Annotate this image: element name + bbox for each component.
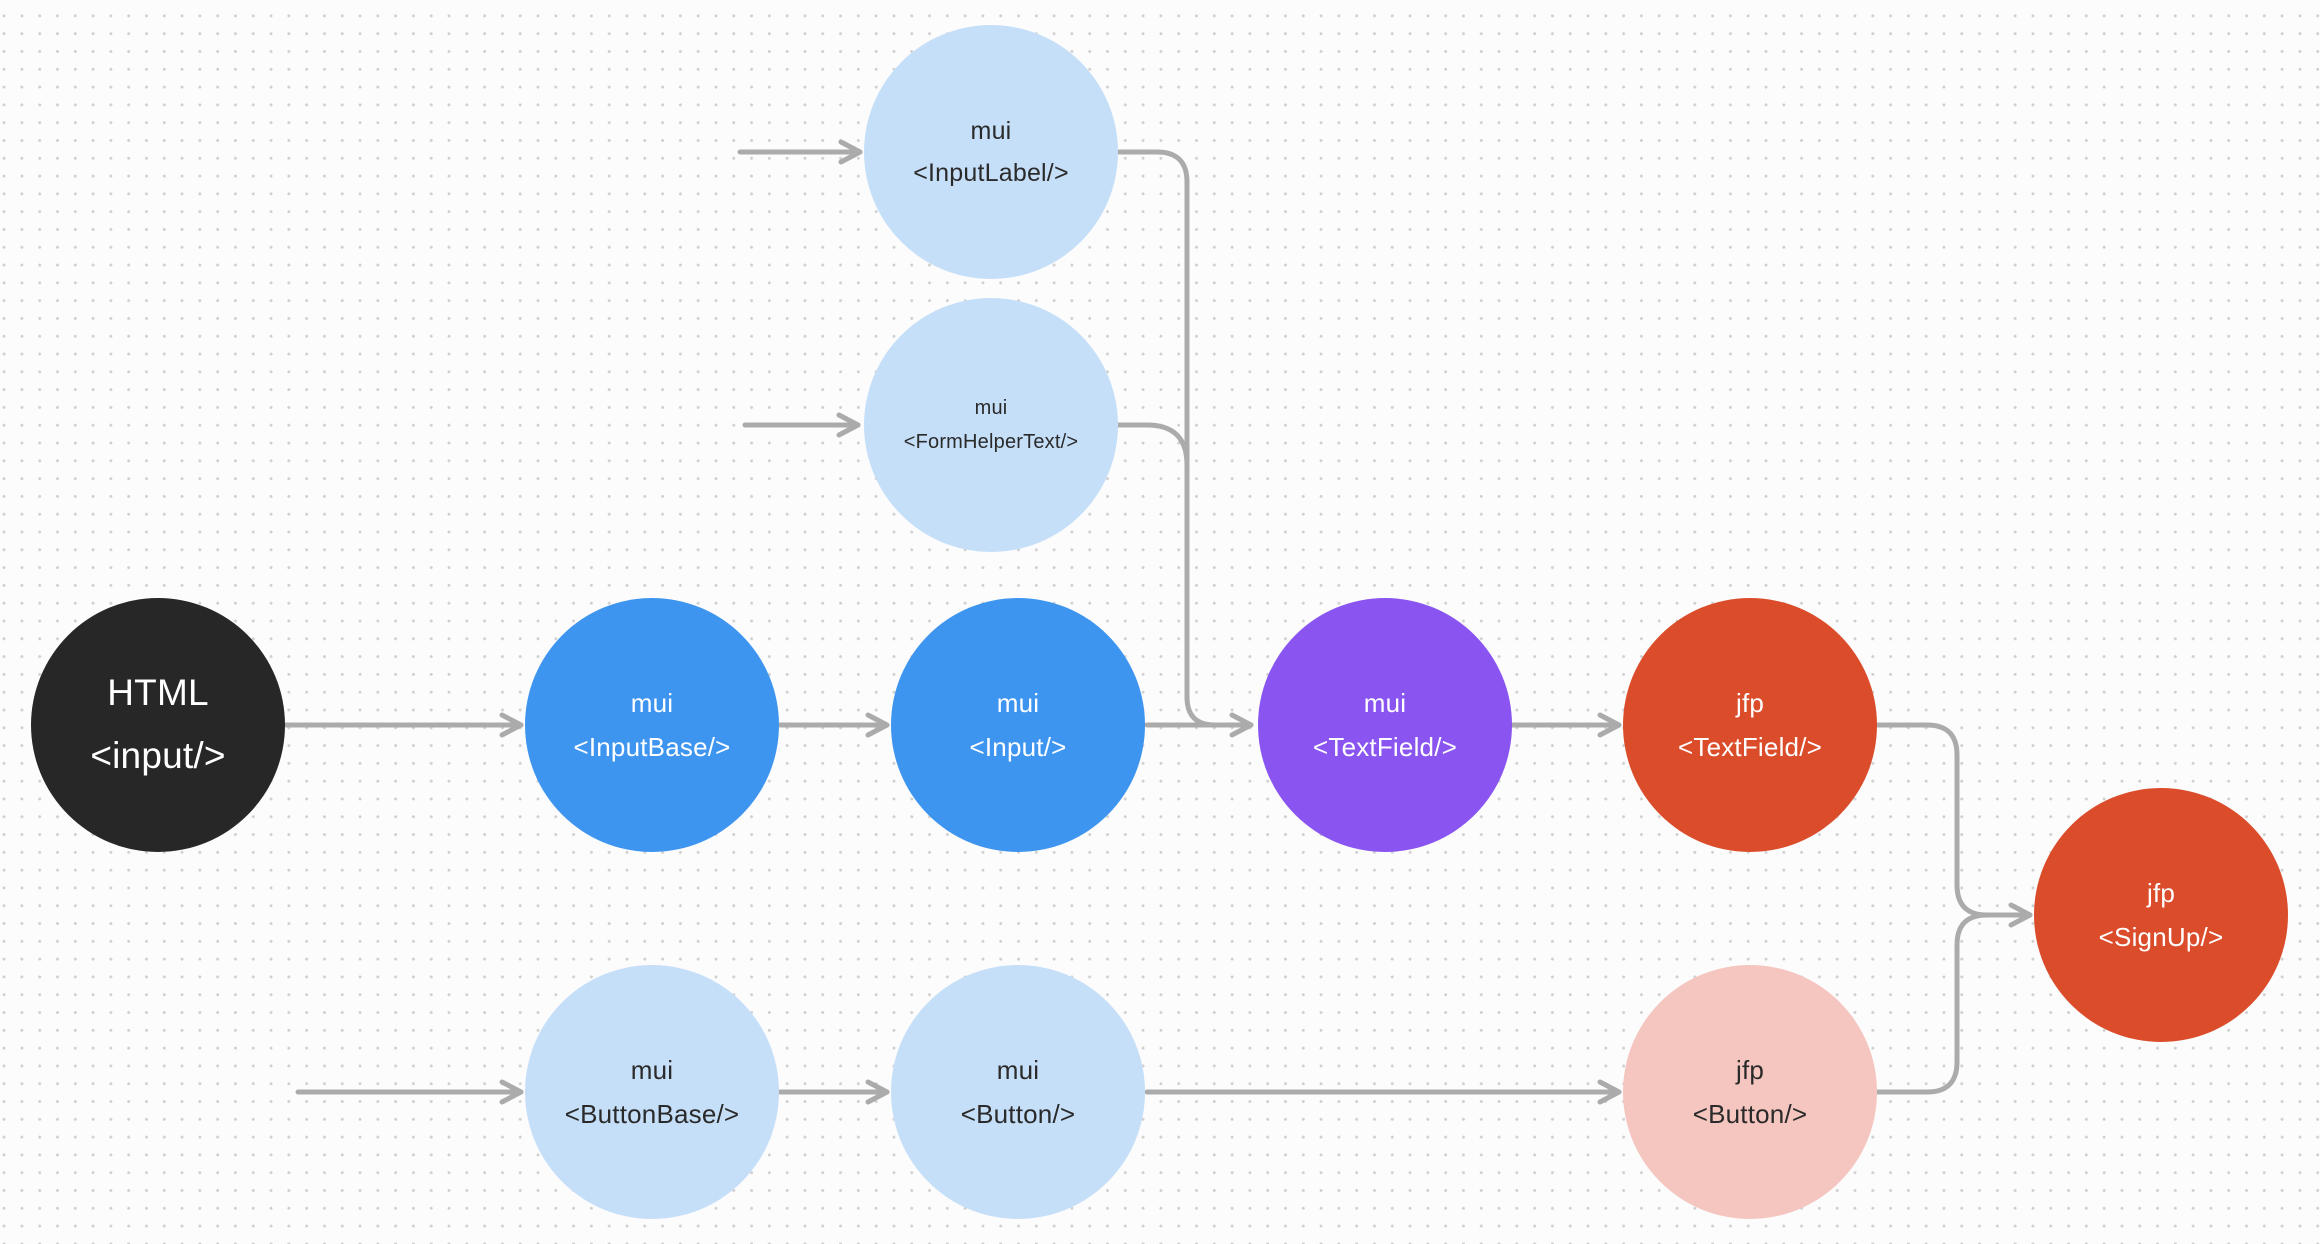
edge-mui-inputlabel-to-mui-textfield[interactable] <box>1114 149 1239 728</box>
node-label-line2: <input/> <box>90 735 226 776</box>
node-label-line2: <FormHelperText/> <box>903 431 1079 453</box>
node-label-line2: <Input/> <box>969 732 1067 762</box>
node-mui-textfield[interactable]: mui <TextField/> <box>1258 598 1512 852</box>
node-label-line2: <TextField/> <box>1677 732 1823 762</box>
node-jfp-button[interactable]: jfp <Button/> <box>1623 965 1877 1219</box>
node-label-line1: jfp <box>1735 687 1765 718</box>
node-jfp-signup[interactable]: jfp <SignUp/> <box>2034 788 2288 1042</box>
node-label-line2: <SignUp/> <box>2098 922 2224 952</box>
node-label-line2: <InputBase/> <box>573 732 731 762</box>
node-label-line1: mui <box>1363 687 1407 718</box>
edge-jfp-button-to-jfp-signup[interactable] <box>1874 912 1990 1095</box>
edge-jfp-textfield-to-jfp-signup[interactable] <box>1874 722 2033 928</box>
node-mui-inputlabel[interactable]: mui <InputLabel/> <box>864 25 1118 279</box>
edge-mui-formhelpertext-to-mui-textfield[interactable] <box>1114 422 1190 468</box>
node-label-line1: mui <box>970 116 1012 145</box>
node-label-line2: <InputLabel/> <box>913 159 1069 187</box>
node-label-line1: jfp <box>1735 1054 1765 1085</box>
node-mui-formhelpertext[interactable]: mui <FormHelperText/> <box>864 298 1118 552</box>
node-mui-input[interactable]: mui <Input/> <box>891 598 1145 852</box>
node-mui-inputbase[interactable]: mui <InputBase/> <box>525 598 779 852</box>
node-jfp-textfield[interactable]: jfp <TextField/> <box>1623 598 1877 852</box>
node-label-line1: HTML <box>107 672 209 714</box>
node-label-line1: jfp <box>2146 877 2176 908</box>
node-label-line1: mui <box>630 687 674 718</box>
node-mui-button[interactable]: mui <Button/> <box>891 965 1145 1219</box>
node-label-line1: mui <box>974 397 1008 419</box>
node-html-input[interactable]: HTML <input/> <box>31 598 285 852</box>
node-mui-buttonbase[interactable]: mui <ButtonBase/> <box>525 965 779 1219</box>
node-label-line1: mui <box>996 1054 1040 1085</box>
node-label-line1: mui <box>996 687 1040 718</box>
node-label-line1: mui <box>630 1054 674 1085</box>
node-label-line2: <TextField/> <box>1312 732 1458 762</box>
node-label-line2: <Button/> <box>1692 1099 1808 1129</box>
node-label-line2: <Button/> <box>960 1099 1076 1129</box>
node-label-line2: <ButtonBase/> <box>564 1099 740 1129</box>
